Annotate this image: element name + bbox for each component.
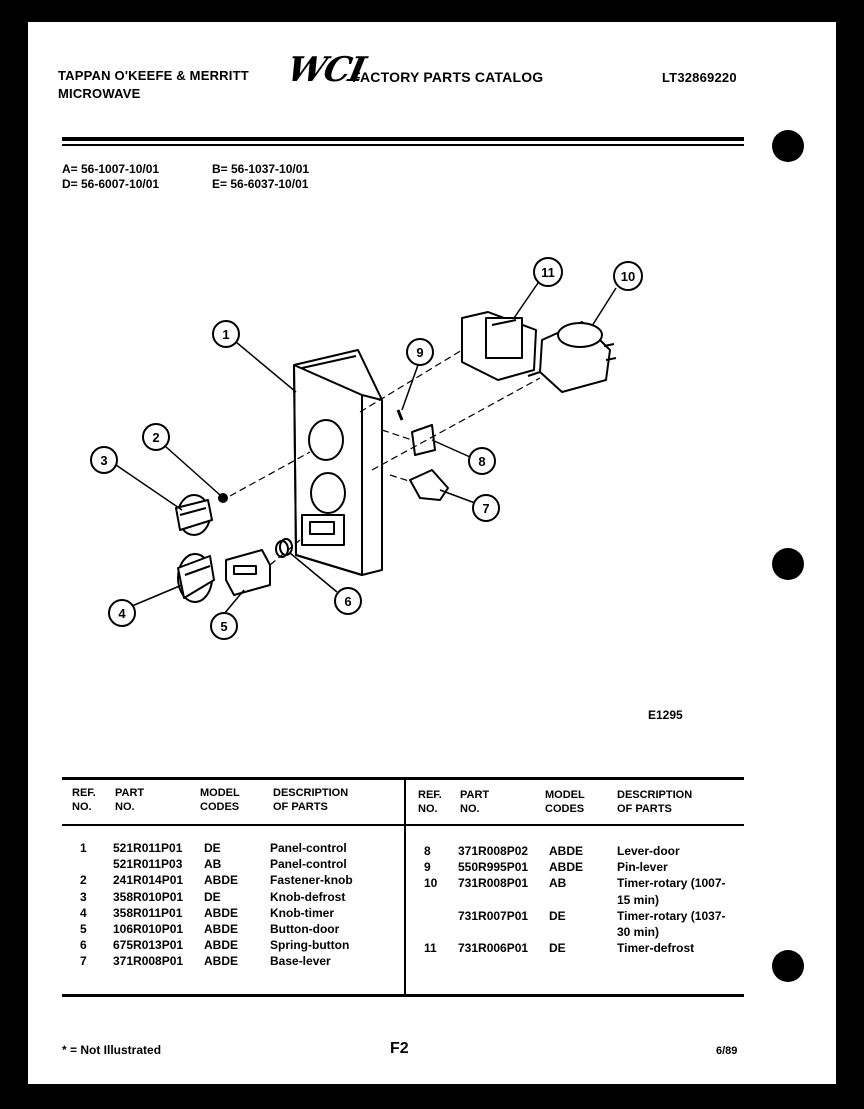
callout-1: [212, 320, 240, 348]
callout-label-10: 10: [621, 269, 635, 284]
exploded-parts-diagram: 1 2 3 4 5 6 7 8 9 10 11: [90, 257, 643, 640]
button-door-part: [225, 549, 271, 596]
callout-10: [613, 261, 643, 291]
page-number: F2: [390, 1040, 409, 1057]
table-rule-top: [62, 777, 744, 780]
timer-defrost-part: [461, 311, 537, 381]
left-desc-column: Panel-control Panel-control Fastener-kno…: [270, 841, 353, 969]
left-model-column: DE AB ABDE DE ABDE ABDE ABDE ABDE: [204, 841, 239, 969]
callout-label-3: 3: [100, 453, 107, 468]
callout-2: [142, 423, 170, 451]
callout-3: [90, 446, 118, 474]
header-ref-right: REF. NO.: [418, 789, 442, 815]
callout-label-11: 11: [541, 265, 555, 280]
callout-label-1: 1: [222, 327, 229, 342]
callout-label-5: 5: [220, 619, 227, 634]
model-code-e: E= 56-6037-10/01: [212, 177, 309, 191]
base-lever-part: [409, 469, 449, 501]
header-desc-left: DESCRIPTION OF PARTS: [273, 787, 349, 813]
callout-7: [472, 494, 500, 522]
header-rule-thick: [62, 137, 744, 141]
catalog-page: [28, 22, 836, 1084]
header-ref-left: REF. NO.: [72, 787, 96, 813]
callout-5: [210, 612, 238, 640]
timer-rotary-part: [527, 321, 617, 393]
knob-defrost-part: [175, 494, 213, 536]
left-part-column: 521R011P01 521R011P03 241R014P01 358R010…: [113, 841, 184, 969]
table-rule-header: [62, 824, 744, 826]
header-desc-right: DESCRIPTION OF PARTS: [617, 789, 693, 815]
table-rule-bottom: [62, 994, 744, 997]
lever-door-part: [411, 424, 436, 456]
binder-hole-top: [772, 130, 804, 162]
header-model-left: MODEL CODES: [200, 787, 240, 813]
model-code-b: B= 56-1037-10/01: [212, 162, 310, 176]
right-ref-column: 8 9 10 11: [424, 844, 438, 956]
right-part-column: 371R008P02 550R995P01 731R008P01 731R007…: [458, 844, 529, 956]
fastener-knob-part: [218, 493, 228, 503]
callout-label-4: 4: [118, 606, 126, 621]
callout-9: [406, 338, 434, 366]
figure-id: E1295: [648, 708, 683, 722]
header-part-right: PART NO.: [460, 789, 490, 815]
right-desc-column: Lever-door Pin-lever Timer-rotary (1007-…: [617, 844, 726, 956]
callout-label-2: 2: [152, 430, 159, 445]
callout-label-8: 8: [478, 454, 485, 469]
product-name: MICROWAVE: [58, 86, 141, 101]
table-divider: [404, 778, 406, 996]
binder-hole-bottom: [772, 950, 804, 982]
left-ref-column: 1 2 3 4 5 6 7: [80, 841, 87, 969]
callout-4: [108, 599, 136, 627]
pin-lever-part: [396, 409, 404, 421]
right-model-column: ABDE ABDE AB DE DE: [549, 844, 584, 956]
model-code-d: D= 56-6007-10/01: [62, 177, 160, 191]
panel-control-part: [293, 349, 383, 576]
catalog-number: LT32869220: [662, 70, 737, 85]
callout-6: [334, 587, 362, 615]
callout-label-7: 7: [482, 501, 489, 516]
not-illustrated-note: * = Not Illustrated: [62, 1043, 162, 1057]
callout-label-6: 6: [344, 594, 351, 609]
binder-hole-middle: [772, 548, 804, 580]
manufacturer-name: TAPPAN O'KEEFE & MERRITT: [58, 68, 249, 83]
header-part-left: PART NO.: [115, 787, 145, 813]
callout-11: [533, 257, 563, 287]
catalog-date: 6/89: [716, 1045, 738, 1057]
catalog-title: FACTORY PARTS CATALOG: [352, 69, 544, 85]
header-rule-thin: [62, 144, 744, 146]
callout-8: [468, 447, 496, 475]
callout-label-9: 9: [416, 345, 423, 360]
header-model-right: MODEL CODES: [545, 789, 585, 815]
model-code-a: A= 56-1007-10/01: [62, 162, 160, 176]
knob-timer-part: [177, 553, 215, 603]
